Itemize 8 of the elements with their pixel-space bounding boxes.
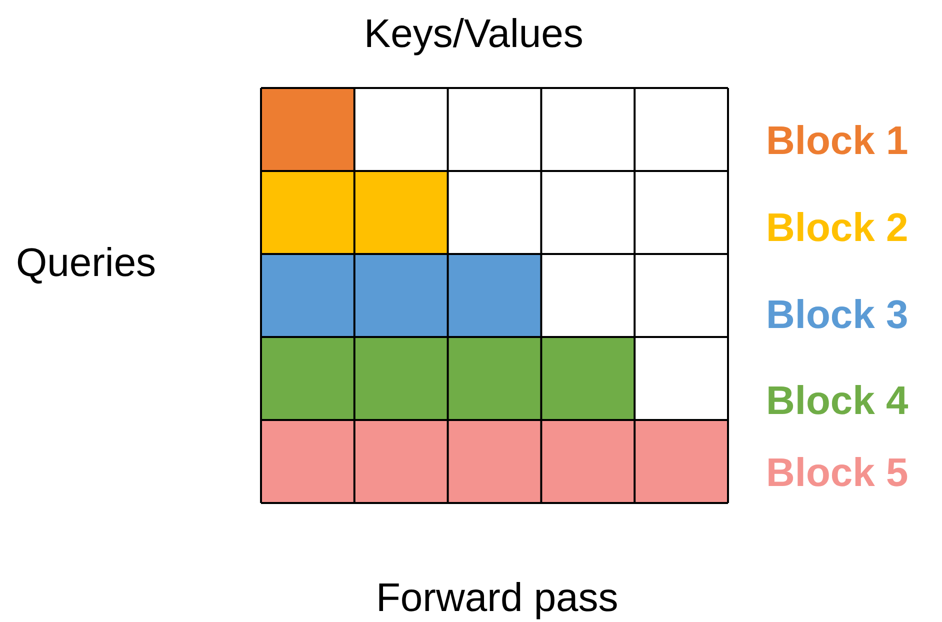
legend-label: Block 1 <box>766 121 908 161</box>
legend-label: Block 2 <box>766 208 908 248</box>
axis-label: Queries <box>16 243 156 283</box>
legend-label: Block 4 <box>766 381 908 421</box>
caption: Forward pass <box>376 578 618 618</box>
legend-label: Block 5 <box>766 453 908 493</box>
axis-label: Keys/Values <box>364 14 584 54</box>
legend-label: Block 3 <box>766 295 908 335</box>
